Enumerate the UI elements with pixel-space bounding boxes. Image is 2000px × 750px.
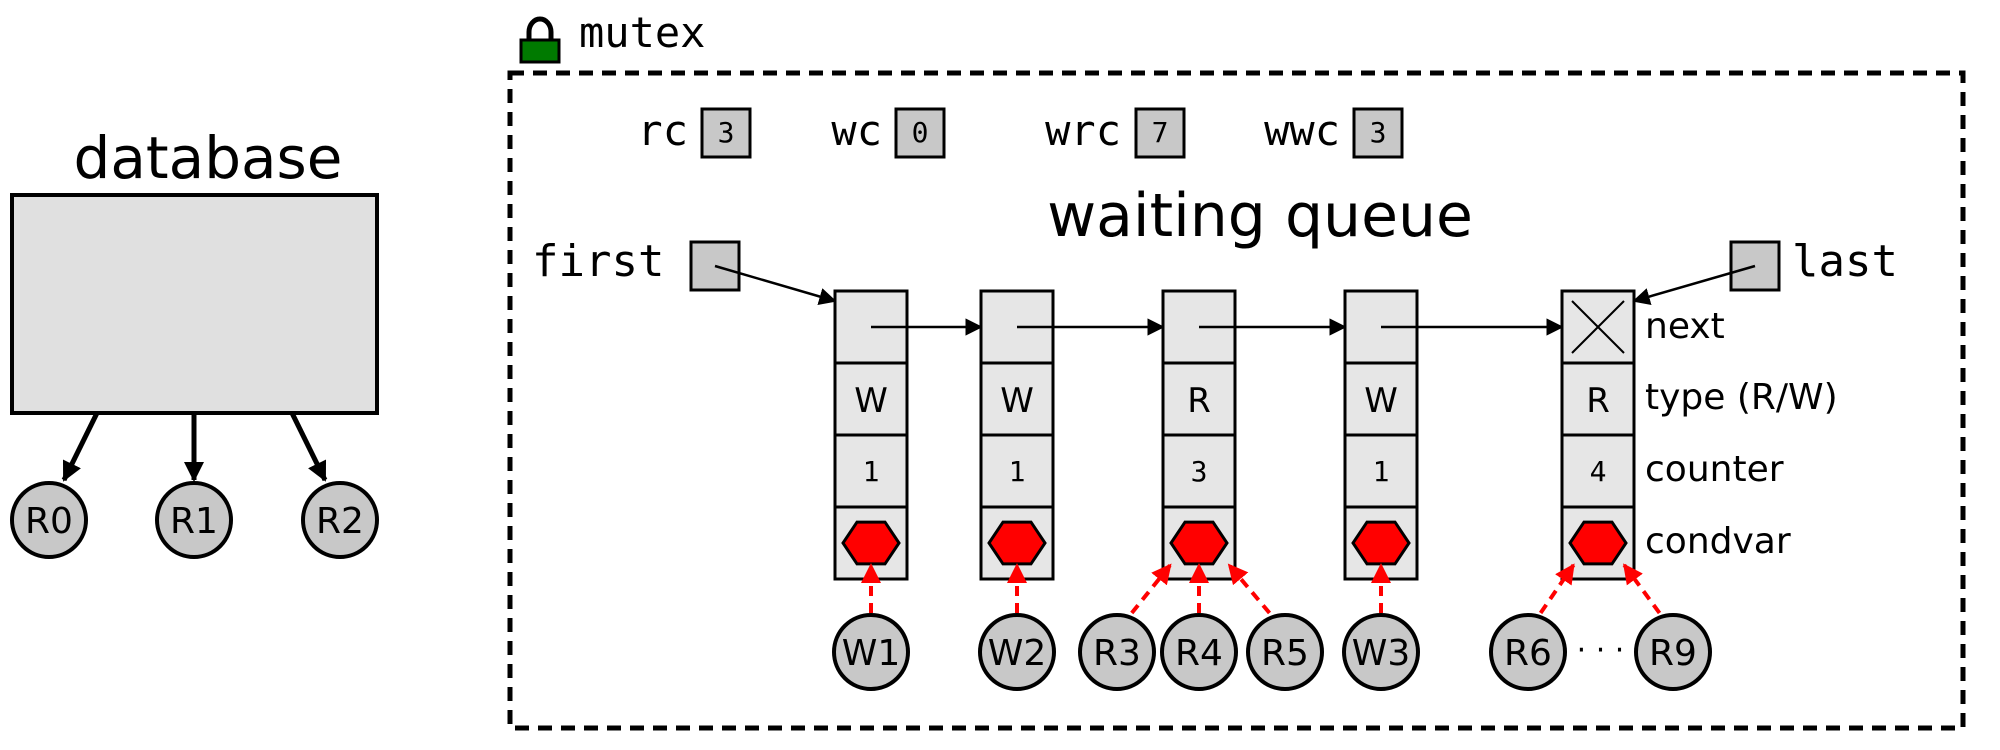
db-arrow-r0 (61, 411, 100, 482)
field-label-type: type (R/W) (1645, 377, 1838, 418)
counter-value: 7 (1152, 116, 1169, 149)
reader-label: R0 (25, 501, 73, 542)
mutex-header: mutex (519, 8, 705, 64)
queue-node: R 4R6 R9 · · · (1489, 289, 1712, 691)
last-label: last (1792, 236, 1898, 287)
node-type-cell (1161, 361, 1237, 437)
counters-row: rc 3 wc 0 wrc 7 wwc 3 (637, 106, 1404, 159)
mutex-boundary (507, 70, 1966, 731)
reader-label: R2 (316, 501, 364, 542)
waiter-circle: W2 (978, 613, 1056, 691)
waiter-circle: R5 (1246, 613, 1324, 691)
counter-name: wwc (1264, 106, 1340, 155)
waiter-circle: R6 (1489, 613, 1567, 691)
waiter-label: W1 (842, 633, 901, 674)
condvar-hexagon (987, 520, 1047, 566)
node-counter: 1 (1009, 455, 1026, 488)
node-type: W (1364, 381, 1398, 421)
waiter-circle: R4 (1160, 613, 1238, 691)
counter-name: rc (637, 106, 688, 155)
padlock-icon (519, 16, 561, 64)
field-label-next: next (1645, 306, 1725, 347)
counter-name: wrc (1045, 106, 1121, 155)
waiter-circle: R9 (1634, 613, 1712, 691)
node-counter-cell (1560, 433, 1636, 509)
waiter-label: W2 (988, 633, 1047, 674)
node-counter-cell (1161, 433, 1237, 509)
first-pointer: first (532, 236, 741, 292)
waiter-circle: W1 (832, 613, 910, 691)
condvar-hexagon (841, 520, 901, 566)
condvar-hexagon (1568, 520, 1628, 566)
queue-node: W 1W2 (978, 289, 1165, 691)
waiter-label: R4 (1175, 633, 1223, 674)
counter-wc: wc 0 (831, 106, 946, 159)
waiter-label: R3 (1093, 633, 1141, 674)
counter-value: 3 (1370, 116, 1387, 149)
waiter-label: R9 (1649, 633, 1697, 674)
waiter-arrow (1538, 563, 1576, 615)
counter-value: 3 (718, 116, 735, 149)
waiter-ellipsis: · · · (1577, 633, 1625, 668)
database-box (10, 193, 379, 415)
waiter-arrow (1227, 563, 1272, 615)
node-counter-cell (1343, 433, 1419, 509)
field-label-counter: counter (1645, 449, 1784, 490)
waiter-arrow (1130, 563, 1172, 615)
field-label-condvar: condvar (1645, 521, 1791, 562)
first-label: first (532, 236, 664, 287)
counter-wrc: wrc 7 (1045, 106, 1186, 159)
node-counter: 1 (863, 455, 880, 488)
counter-name: wc (831, 106, 882, 155)
database-group: database R0 R1 R2 (10, 124, 379, 559)
database-label: database (74, 124, 343, 192)
first-pointer-arrow (714, 264, 837, 305)
node-counter: 1 (1373, 455, 1390, 488)
counter-value: 0 (912, 116, 929, 149)
reader-label: R1 (170, 501, 218, 542)
counter-rc: rc 3 (637, 106, 752, 159)
counter-wwc: wwc 3 (1264, 106, 1404, 159)
node-counter-cell (833, 433, 909, 509)
queue-node: W 1W3 (1342, 289, 1564, 691)
field-labels: next type (R/W) counter condvar (1645, 306, 1838, 562)
node-type: W (854, 381, 888, 421)
node-type: R (1187, 381, 1211, 421)
node-type: R (1586, 381, 1610, 421)
db-arrow-r2 (289, 411, 328, 482)
waiter-circle: R3 (1078, 613, 1156, 691)
last-pointer-arrow (1632, 264, 1756, 306)
condvar-hexagon (1169, 520, 1229, 566)
queue-title: waiting queue (1047, 181, 1473, 251)
node-type-cell (1560, 361, 1636, 437)
reader-circle: R2 (301, 481, 379, 559)
node-type: W (1000, 381, 1034, 421)
null-cross (1571, 300, 1625, 354)
condvar-hexagon (1351, 520, 1411, 566)
reader-circle: R1 (155, 481, 233, 559)
mutex-label: mutex (579, 8, 705, 57)
last-pointer: last (1729, 236, 1898, 292)
waiter-label: R6 (1504, 633, 1552, 674)
waiter-label: R5 (1261, 633, 1309, 674)
waiter-label: W3 (1352, 633, 1411, 674)
waiter-arrow (1622, 563, 1662, 615)
node-counter: 3 (1191, 455, 1208, 488)
node-counter: 4 (1590, 455, 1607, 488)
reader-circle: R0 (10, 481, 88, 559)
waiter-circle: W3 (1342, 613, 1420, 691)
